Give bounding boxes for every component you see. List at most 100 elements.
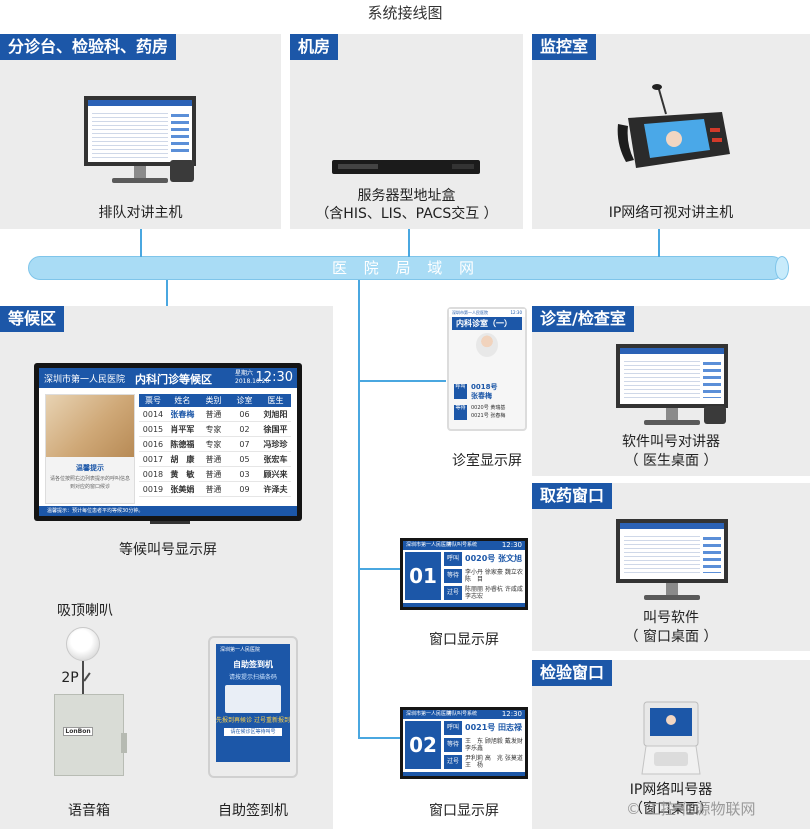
waiting-cell: 刘旭阳 (263, 410, 288, 419)
waiting-cell: 0014 (142, 410, 164, 419)
caption-ip-video-host: IP网络可视对讲主机 (608, 205, 734, 221)
ip-caller-terminal (641, 701, 701, 775)
connector-clinic (358, 380, 446, 382)
panel-consult-room: 诊室/检查室 软件叫号对讲器 （ 医生桌面 ） (532, 306, 810, 476)
waiting-cell: 0016 (142, 440, 164, 449)
caption-server-1: 服务器型地址盒 (357, 188, 456, 204)
waiting-cell: 02 (239, 425, 250, 434)
waiting-cell: 专家 (205, 440, 222, 449)
diagram-title: 系统接线图 (367, 4, 443, 22)
lan-pipe-end (775, 256, 789, 280)
waiting-cell: 徐国平 (263, 425, 288, 434)
panel-waiting-area-title: 等候区 (0, 306, 65, 332)
clinic-time: 12:30 (510, 310, 522, 315)
panel-lab-window-title: 检验窗口 (532, 660, 613, 686)
clinic-room-name: 内科诊室（一） (452, 317, 522, 330)
connector-window-2 (358, 737, 400, 739)
wd1-call-label: 呼叫 (444, 552, 462, 566)
wire-label: 2P (61, 670, 79, 686)
waiting-cell: 陈德福 (170, 440, 195, 449)
waiting-cell: 0019 (142, 485, 164, 494)
kiosk-subtitle: 请按提示扫描条码 (228, 674, 277, 681)
pharmacy-monitor (616, 519, 728, 605)
caption-soft-call-2: （ 医生桌面 ） (624, 453, 718, 469)
wd2-call-value: 0021号 田志禄 (465, 723, 523, 732)
caption-ip-caller-2: （窗口桌面） (629, 801, 713, 817)
wd1-call-value: 0020号 张文旭 (465, 554, 523, 563)
waiting-week: 星期六 (235, 370, 254, 377)
doctor-avatar (476, 333, 498, 357)
consult-monitor (616, 344, 728, 430)
hospital-lan-pipe: 医 院 局 域 网 (28, 256, 789, 280)
connector-window-1 (358, 568, 400, 570)
caption-waiting-display: 等候叫号显示屏 (119, 542, 217, 558)
waiting-cell: 05 (239, 455, 250, 464)
wd2-window-number: 02 (405, 721, 441, 769)
kiosk-title: 自助签到机 (233, 660, 273, 669)
waiting-display-screen: 深圳市第一人民医院 内科门诊等候区 星期六 2018.10.20 12:30 温… (34, 363, 302, 521)
microphone-icon (704, 406, 726, 424)
clinic-call-number: 0018号 (471, 383, 498, 391)
wd1-skip-label: 过号 (444, 586, 462, 600)
waiting-cell: 普通 (205, 455, 222, 464)
lan-label: 医 院 局 域 网 (331, 259, 481, 277)
caption-soft-call-1: 软件叫号对讲器 (622, 434, 720, 450)
waiting-cell: 0018 (142, 470, 164, 479)
panel-lab-window: 检验窗口 IP网络叫号器 （窗口桌面） (532, 660, 810, 829)
waiting-cell: 黄 敏 (170, 470, 195, 479)
wd2-wait-value: 王 东 顾旭毅 戴发财 李乐鑫 (465, 738, 523, 752)
waiting-cell: 许泽夫 (263, 485, 288, 494)
waiting-hospital-name: 深圳市第一人民医院 (44, 375, 126, 385)
waiting-date-block: 星期六 2018.10.20 (235, 370, 269, 386)
caption-clinic-display: 诊室显示屏 (452, 453, 522, 469)
waiting-time: 12:30 (255, 370, 293, 385)
wd1-time: 12:30 (501, 541, 522, 549)
wd1-system: 排队叫号系统 (447, 542, 478, 548)
caption-window-display-1: 窗口显示屏 (429, 632, 499, 648)
caption-call-soft-1: 叫号软件 (643, 610, 699, 626)
self-checkin-kiosk: 深圳第一人民医院 自助签到机 请按提示扫描条码 先报到再候诊 过号重新报到 请在… (208, 636, 298, 778)
wd2-time: 12:30 (501, 710, 522, 718)
waiting-date: 2018.10.20 (235, 378, 270, 385)
waiting-cell: 顾兴来 (263, 470, 288, 479)
wd2-skip-label: 过号 (444, 755, 462, 769)
connector-monitor (658, 229, 660, 257)
panel-pharmacy-title: 取药窗口 (532, 483, 613, 509)
caption-server-2: （含HIS、LIS、PACS交互 ） (315, 206, 498, 222)
wd1-window-number: 01 (405, 552, 441, 600)
clinic-wait-label: 等待 (454, 405, 467, 420)
caption-kiosk: 自助签到机 (218, 803, 288, 819)
queue-host-monitor (84, 96, 196, 192)
wd2-wait-label: 等待 (444, 738, 462, 752)
waiting-cell: 06 (239, 410, 250, 419)
waiting-cell: 03 (239, 470, 250, 479)
waiting-cell: 张美娟 (170, 485, 195, 494)
caption-ip-caller-1: IP网络叫号器 (629, 782, 713, 798)
caption-window-display-2: 窗口显示屏 (429, 803, 499, 819)
wd2-footer (403, 772, 525, 776)
waiting-cell: 张春梅 (170, 410, 195, 419)
watermark: © 工控 亿源物联网 (626, 800, 756, 818)
voice-box-device: LonBon (54, 694, 127, 776)
video-intercom-phone (617, 84, 730, 168)
caption-queue-host: 排队对讲主机 (98, 205, 183, 221)
connector-triage (140, 229, 142, 257)
waiting-header-cell: 类别 (205, 396, 222, 405)
waiting-cell: 肖平军 (170, 425, 195, 434)
speaker-cable (82, 661, 84, 695)
waiting-tip-title: 温馨提示 (76, 464, 104, 472)
microphone-icon (170, 160, 194, 182)
tv-stand (150, 521, 190, 524)
wd1-wait-label: 等待 (444, 569, 462, 583)
waiting-header-cell: 姓名 (174, 396, 191, 405)
waiting-cell: 09 (239, 485, 250, 494)
caption-voice-box: 语音箱 (68, 803, 110, 819)
